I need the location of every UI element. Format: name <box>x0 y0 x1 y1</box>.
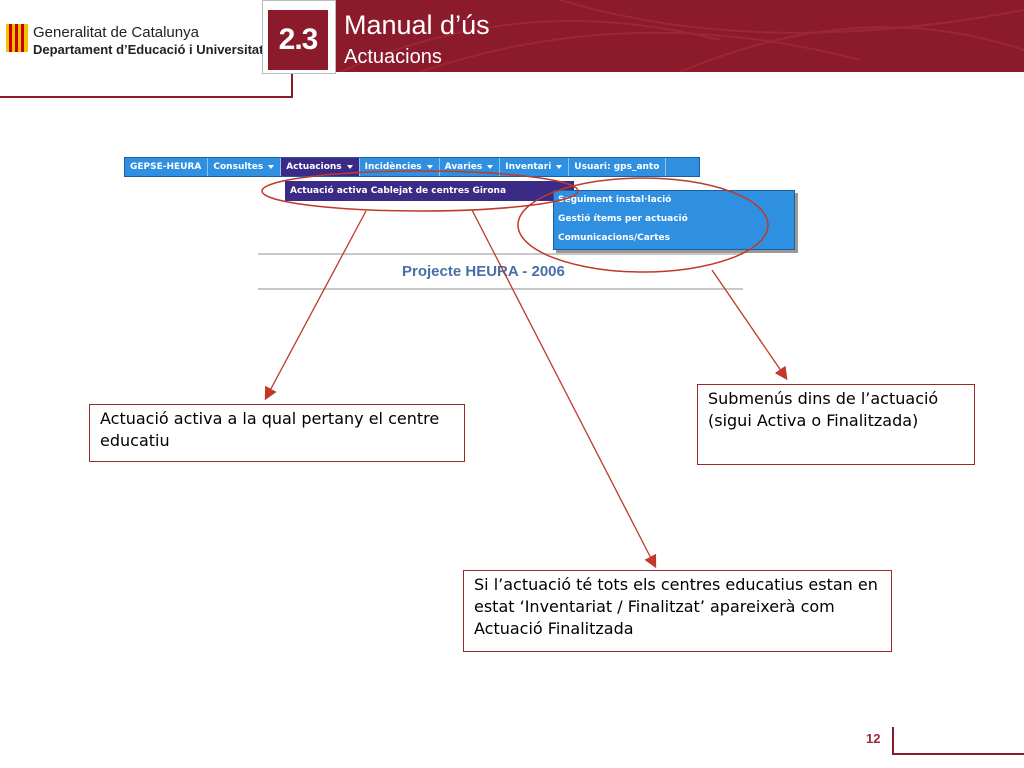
menu-label: GEPSE-HEURA <box>130 162 202 172</box>
submenu-item-gestio-items[interactable]: Gestió ítems per actuació <box>558 214 688 224</box>
callout-submenus: Submenús dins de l’actuació (sigui Activ… <box>697 384 975 465</box>
chevron-down-icon <box>556 165 563 169</box>
page-number: 12 <box>866 731 881 746</box>
divider-bottom <box>258 288 743 290</box>
menu-usuari[interactable]: Usuari: gps_anto <box>569 158 667 176</box>
menu-item-active-action[interactable]: Actuació activa Cablejat de centres Giro… <box>285 181 574 201</box>
chevron-down-icon <box>426 165 433 169</box>
org-name-line1: Generalitat de Catalunya <box>33 24 199 41</box>
chevron-down-icon <box>487 165 494 169</box>
page-title: Manual d’ús <box>344 10 490 40</box>
callout-active-action: Actuació activa a la qual pertany el cen… <box>89 404 465 462</box>
divider-top <box>258 253 743 255</box>
menu-label: Consultes <box>213 162 264 172</box>
submenu-item-seguiment[interactable]: Seguiment instal·lació <box>558 195 672 205</box>
arrow-to-action-note <box>264 210 367 401</box>
app-menubar: GEPSE-HEURA Consultes Actuacions Incidèn… <box>124 157 700 177</box>
header-band <box>300 0 1024 72</box>
menu-actuacions[interactable]: Actuacions <box>281 158 360 176</box>
page-subtitle: Actuacions <box>344 46 442 68</box>
menu-consultes[interactable]: Consultes <box>208 158 282 176</box>
menu-label: Usuari: gps_anto <box>574 162 660 172</box>
header-rule <box>0 74 293 98</box>
arrow-to-submenus-note <box>711 269 788 381</box>
chevron-down-icon <box>268 165 275 169</box>
menu-label: Incidències <box>364 162 422 172</box>
section-number: 2.3 <box>268 10 328 70</box>
footer-rule <box>892 727 1024 755</box>
org-name-line2: Departament d’Educació i Universitats <box>33 42 271 57</box>
generalitat-logo-icon <box>6 24 28 56</box>
menu-avaries[interactable]: Avaries <box>440 158 501 176</box>
submenu-item-comunicacions[interactable]: Comunicacions/Cartes <box>558 233 671 243</box>
header-decoration <box>339 0 1024 72</box>
menu-label: Inventari <box>505 162 552 172</box>
menu-inventari[interactable]: Inventari <box>500 158 570 176</box>
submenu-panel: Seguiment instal·lació Gestió ítems per … <box>553 190 795 250</box>
project-title: Projecte HEURA - 2006 <box>402 263 565 280</box>
menu-gepse-heura[interactable]: GEPSE-HEURA <box>125 158 209 176</box>
chevron-down-icon <box>346 165 353 169</box>
menu-label: Avaries <box>444 162 483 172</box>
menu-incidencies[interactable]: Incidències <box>360 158 440 176</box>
menu-label: Actuacions <box>286 162 342 172</box>
callout-finished-action: Si l’actuació té tots els centres educat… <box>463 570 892 652</box>
